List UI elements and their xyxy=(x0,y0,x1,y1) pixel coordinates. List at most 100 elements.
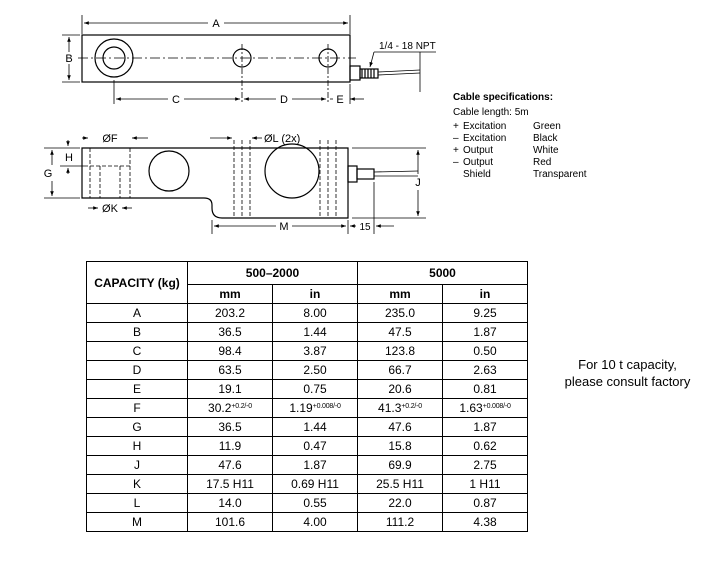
dimension-label: C xyxy=(86,341,188,361)
dimension-value-cell: 17.5 H11 xyxy=(187,474,273,494)
unit-header: mm xyxy=(357,284,443,304)
wire-color: Black xyxy=(533,133,558,144)
dimension-value: 235.0 xyxy=(384,306,416,320)
dimension-label: J xyxy=(86,455,188,475)
dimension-value-cell: 1.19+0.008/-0 xyxy=(272,398,358,418)
dimension-value: 30.2 xyxy=(208,401,232,415)
mounting-hole-inner xyxy=(102,46,126,70)
dim-m xyxy=(211,182,394,234)
dimension-value-cell: 2.50 xyxy=(272,360,358,380)
wire-sign: – xyxy=(453,133,459,144)
side-view xyxy=(81,143,419,219)
dimension-value: 0.87 xyxy=(473,496,497,510)
dimension-value: 17.5 H11 xyxy=(206,477,254,491)
dimension-value-cell: 25.5 H11 xyxy=(357,474,443,494)
dim-15-label: 15 xyxy=(359,222,371,233)
dimension-value: 41.3 xyxy=(378,401,402,415)
dimension-value: 47.5 xyxy=(388,325,412,339)
dimension-value: 2.75 xyxy=(473,458,497,472)
dimension-value: 69.9 xyxy=(388,458,412,472)
dim-m-label: M xyxy=(279,221,288,233)
wire-signal-name: Output xyxy=(463,145,494,156)
dimension-value: 36.5 xyxy=(218,420,242,434)
dimension-label: M xyxy=(86,512,188,532)
group-header-5000: 5000 xyxy=(357,261,528,285)
dimension-value: 1.87 xyxy=(473,420,497,434)
dimension-value: 0.50 xyxy=(473,344,497,358)
dimension-value: 22.0 xyxy=(388,496,412,510)
connector-body xyxy=(349,65,361,81)
wire-color: Transparent xyxy=(533,169,587,180)
dimension-value: 1.87 xyxy=(303,458,327,472)
wire-color: White xyxy=(533,145,559,156)
wire-signal-name: Output xyxy=(463,157,494,168)
dimension-value-cell: 20.6 xyxy=(357,379,443,399)
dim-e-label: E xyxy=(336,94,343,106)
dimension-value: 111.2 xyxy=(385,515,415,529)
dimension-value-cell: 235.0 xyxy=(357,303,443,323)
dimension-value-cell: 47.6 xyxy=(357,417,443,437)
dimension-value-cell: 8.00 xyxy=(272,303,358,323)
dimension-value: 11.9 xyxy=(218,439,242,453)
dimension-value-cell: 22.0 xyxy=(357,493,443,513)
dimension-value: 1.63 xyxy=(459,401,483,415)
dimension-value-cell: 111.2 xyxy=(357,512,443,532)
dimension-value: 1.19 xyxy=(289,401,313,415)
thread-label: 1/4 - 18 NPT xyxy=(379,41,436,52)
thread-callout xyxy=(369,51,436,92)
dimension-value: 98.4 xyxy=(218,344,242,358)
wire-sign: + xyxy=(453,121,459,132)
dimension-value-cell: 1.87 xyxy=(442,417,528,437)
dim-k-label: ØK xyxy=(102,203,119,215)
group-header-500-2000: 500–2000 xyxy=(187,261,358,285)
dim-j xyxy=(352,147,426,219)
dimension-value: 0.75 xyxy=(303,382,327,396)
wire-signal: –Output xyxy=(453,157,533,169)
dimension-value-cell: 0.47 xyxy=(272,436,358,456)
dimension-value-cell: 47.6 xyxy=(187,455,273,475)
dimension-value: 3.87 xyxy=(303,344,327,358)
dimension-label: F xyxy=(86,398,188,418)
dimension-value-cell: 4.38 xyxy=(442,512,528,532)
dim-j-label: J xyxy=(415,177,421,189)
beam-top-outline xyxy=(81,34,351,83)
dimension-value-cell: 15.8 xyxy=(357,436,443,456)
tolerance: +0.008/-0 xyxy=(312,403,341,410)
top-view xyxy=(78,34,421,103)
dimension-value-cell: 63.5 xyxy=(187,360,273,380)
dimension-value-cell: 4.00 xyxy=(272,512,358,532)
dimension-value-cell: 30.2+0.2/-0 xyxy=(187,398,273,418)
load-cell-drawing: A B C D E 1/4 - 18 NPT xyxy=(44,15,436,234)
dim-f-label: ØF xyxy=(102,133,118,145)
note-line-1: For 10 t capacity, xyxy=(578,357,677,372)
dimension-label: K xyxy=(86,474,188,494)
dimension-value: 15.8 xyxy=(388,439,412,453)
dimension-value: 0.47 xyxy=(303,439,327,453)
dimension-value-cell: 1.87 xyxy=(442,322,528,342)
capacity-note: For 10 t capacity, please consult factor… xyxy=(560,356,695,390)
dimension-value: 9.25 xyxy=(473,306,497,320)
dimension-value: 63.5 xyxy=(218,363,242,377)
wire-signal-name: Excitation xyxy=(463,121,507,132)
dimension-value-cell: 1.44 xyxy=(272,417,358,437)
cable-spec-title: Cable specifications: xyxy=(453,92,554,103)
table-row: J 47.6 1.87 69.9 2.75 xyxy=(86,455,528,475)
dimension-label: B xyxy=(86,322,188,342)
dimension-value: 47.6 xyxy=(218,458,242,472)
dim-cde xyxy=(113,80,364,104)
dimension-value-cell: 101.6 xyxy=(187,512,273,532)
dimension-value-cell: 0.87 xyxy=(442,493,528,513)
dimension-value: 4.00 xyxy=(303,515,327,529)
dimension-value: 2.63 xyxy=(473,363,497,377)
dimension-value-cell: 1.87 xyxy=(272,455,358,475)
